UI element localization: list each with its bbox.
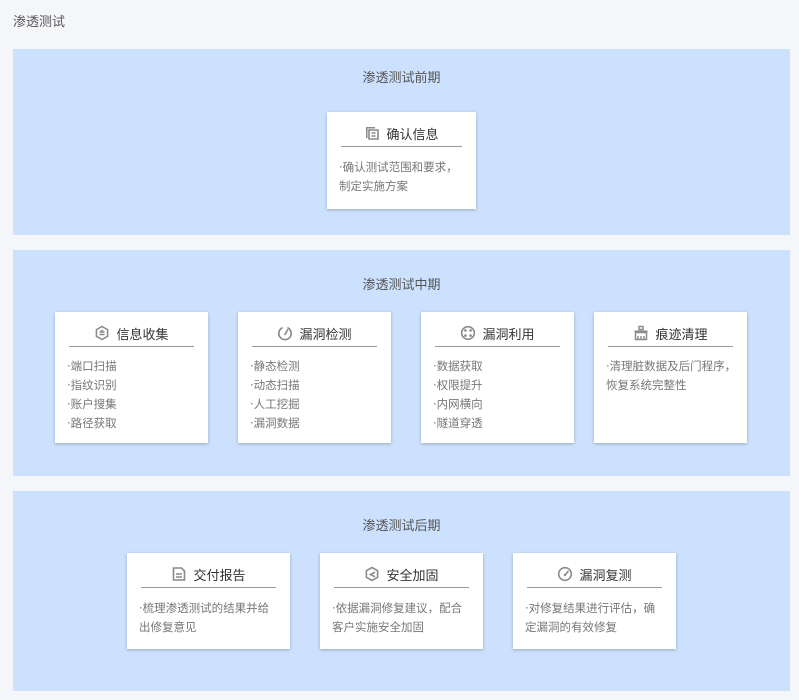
- section-mid-phase: 渗透测试中期 信息收集 ·端口扫描 ·指纹识别 ·账户搜集 ·路径获取 漏洞检测…: [13, 250, 790, 476]
- list-item: ·动态扫描: [250, 378, 300, 392]
- card-vuln-detection: 漏洞检测 ·静态检测 ·动态扫描 ·人工挖掘 ·漏洞数据: [238, 312, 391, 443]
- section-pre-phase: 渗透测试前期 确认信息 ·确认测试范围和要求，制定实施方案: [13, 49, 790, 235]
- divider: [435, 346, 560, 347]
- card-title: 痕迹清理: [655, 327, 708, 343]
- list-item: ·路径获取: [67, 416, 117, 430]
- list-item: ·数据获取: [433, 359, 483, 373]
- divider: [341, 146, 462, 147]
- card-confirm-info: 确认信息 ·确认测试范围和要求，制定实施方案: [327, 112, 476, 209]
- retest-gauge-icon: [557, 566, 573, 582]
- divider: [608, 346, 733, 347]
- gauge-icon: [277, 325, 293, 341]
- list-item: ·静态检测: [250, 359, 300, 373]
- shield-reinforce-icon: [364, 566, 380, 582]
- card-description: ·清理脏数据及后门程序，恢复系统完整性: [606, 359, 737, 392]
- card-title: 交付报告: [193, 568, 246, 584]
- divider: [141, 587, 276, 588]
- target-icon: [460, 325, 476, 341]
- card-title: 确认信息: [386, 127, 439, 143]
- report-icon: [171, 566, 187, 582]
- list-item: ·端口扫描: [67, 359, 117, 373]
- divider: [252, 346, 377, 347]
- divider: [527, 587, 662, 588]
- list-item: ·漏洞数据: [250, 416, 300, 430]
- document-stack-icon: [364, 125, 380, 141]
- list-item: ·人工挖掘: [250, 397, 300, 411]
- card-description: ·对修复结果进行评估，确定漏洞的有效修复: [525, 601, 656, 634]
- list-item: ·权限提升: [433, 378, 483, 392]
- list-item: ·账户搜集: [67, 397, 117, 411]
- card-description: ·依据漏洞修复建议，配合客户实施安全加固: [332, 601, 463, 634]
- card-vuln-retest: 漏洞复测 ·对修复结果进行评估，确定漏洞的有效修复: [513, 553, 676, 649]
- card-title: 漏洞复测: [579, 568, 632, 584]
- section-title: 渗透测试前期: [362, 71, 441, 86]
- divider: [69, 346, 194, 347]
- card-description: ·梳理渗透测试的结果并给出修复意见: [139, 601, 270, 634]
- list-item: ·指纹识别: [67, 378, 117, 392]
- card-vuln-exploitation: 漏洞利用 ·数据获取 ·权限提升 ·内网横向 ·隧道穿透: [421, 312, 574, 443]
- card-security-hardening: 安全加固 ·依据漏洞修复建议，配合客户实施安全加固: [320, 553, 483, 649]
- card-deliver-report: 交付报告 ·梳理渗透测试的结果并给出修复意见: [127, 553, 290, 649]
- card-title: 漏洞检测: [299, 327, 352, 343]
- section-title: 渗透测试中期: [362, 278, 441, 293]
- broom-icon: [633, 325, 649, 341]
- hexagon-collect-icon: [94, 325, 110, 341]
- page-title: 渗透测试: [13, 15, 66, 30]
- card-title: 安全加固: [386, 568, 439, 584]
- list-item: ·隧道穿透: [433, 416, 483, 430]
- card-info-gathering: 信息收集 ·端口扫描 ·指纹识别 ·账户搜集 ·路径获取: [55, 312, 208, 443]
- card-description: ·确认测试范围和要求，制定实施方案: [339, 160, 458, 193]
- list-item: ·内网横向: [433, 397, 483, 411]
- card-title: 漏洞利用: [482, 327, 535, 343]
- section-title: 渗透测试后期: [362, 519, 441, 534]
- section-post-phase: 渗透测试后期 交付报告 ·梳理渗透测试的结果并给出修复意见 安全加固 ·依据漏洞…: [13, 491, 790, 691]
- divider: [334, 587, 469, 588]
- card-trace-cleanup: 痕迹清理 ·清理脏数据及后门程序，恢复系统完整性: [594, 312, 747, 443]
- card-title: 信息收集: [116, 327, 169, 343]
